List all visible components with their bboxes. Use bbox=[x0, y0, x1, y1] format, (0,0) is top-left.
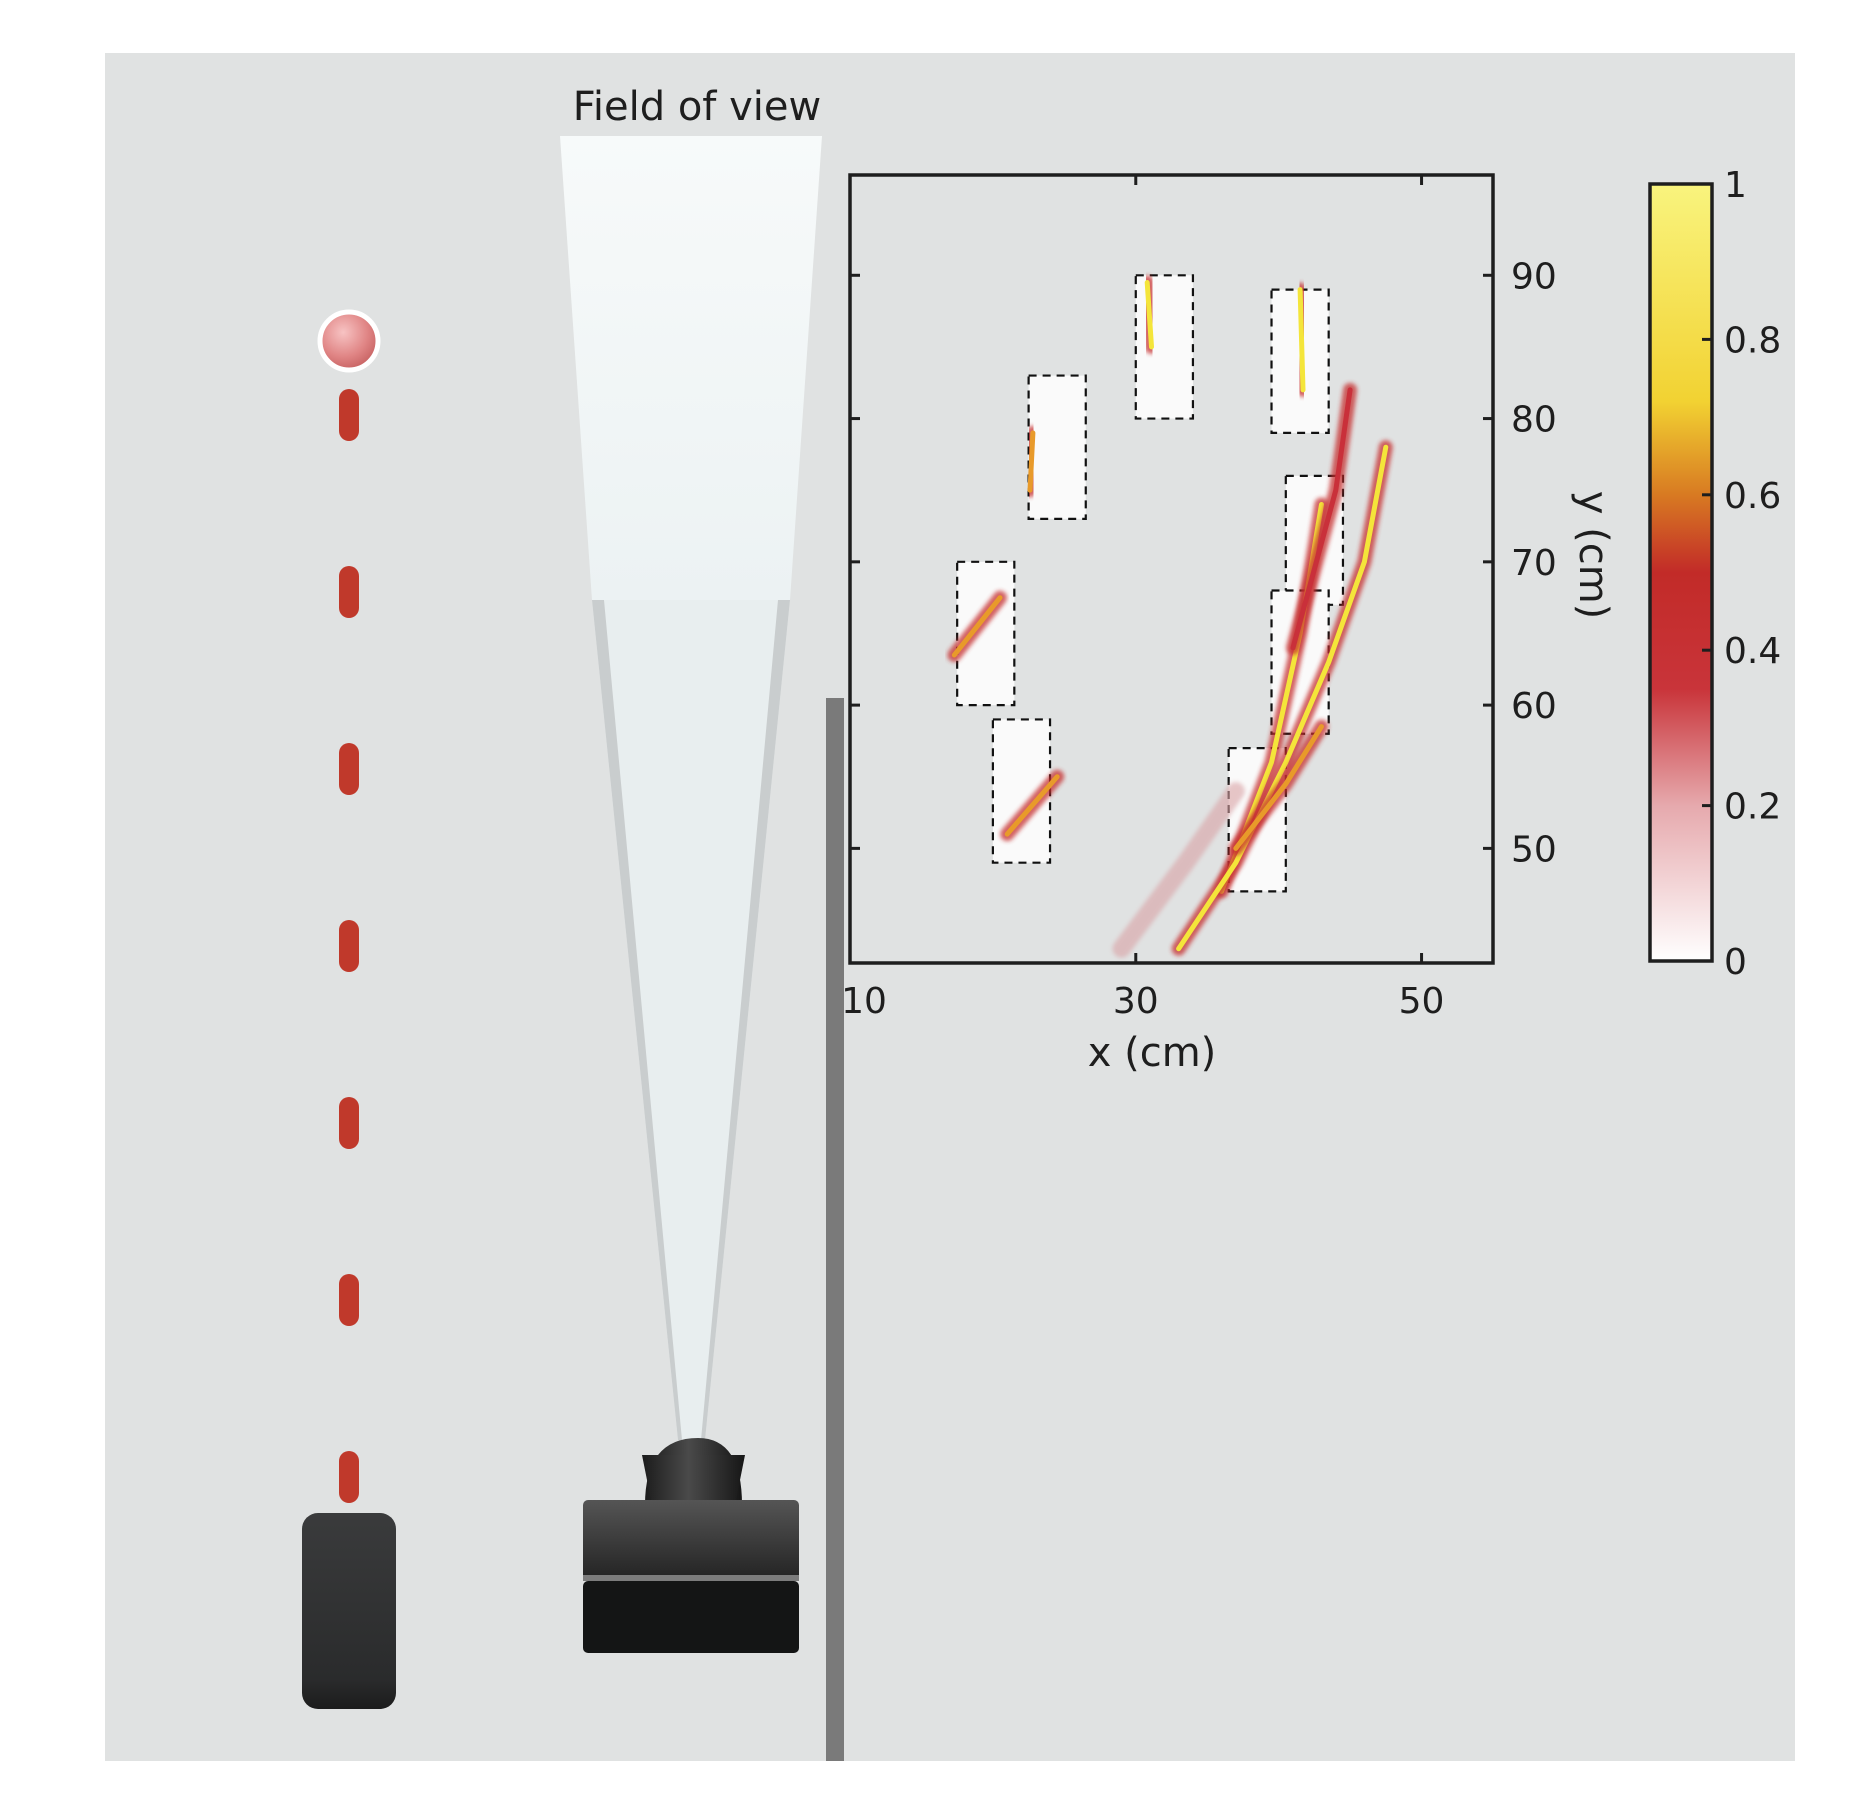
camera bbox=[583, 1438, 799, 1653]
field-of-view-cone-edge-left bbox=[592, 600, 682, 1440]
drop-column bbox=[317, 309, 381, 1503]
drop-streaks bbox=[339, 389, 359, 1503]
colorbar-gradient bbox=[1648, 182, 1714, 963]
colorbar-tick-label-5: 0.2 bbox=[1724, 787, 1781, 828]
y-tick-label-2: 80 bbox=[1511, 400, 1557, 441]
drop-streak-4 bbox=[339, 920, 359, 972]
streak-core-3 bbox=[951, 595, 1003, 658]
y-tick-label-3: 70 bbox=[1511, 543, 1557, 584]
field-of-view-cone-edge-right bbox=[701, 600, 790, 1440]
streak-core-5 bbox=[1297, 287, 1306, 393]
streak-glow-10 bbox=[1112, 782, 1245, 958]
streak-core-9 bbox=[1233, 724, 1324, 851]
streak-core-8 bbox=[1290, 387, 1353, 651]
y-tick-label-1: 90 bbox=[1511, 256, 1557, 297]
colorbar-tick-label-1: 1 bbox=[1724, 165, 1747, 206]
x-tick-label-2: 30 bbox=[1113, 981, 1159, 1022]
colorbar: 1 0.8 0.6 0.4 0.2 0 bbox=[1648, 165, 1781, 983]
colorbar-tick-label-6: 0 bbox=[1724, 942, 1747, 983]
heatmap-plot: 10 30 50 90 80 70 60 50 x (cm) y (cm) bbox=[841, 173, 1616, 1076]
field-of-view-cone-lower bbox=[592, 600, 790, 1440]
camera-lens-body bbox=[642, 1455, 745, 1505]
x-tick-label-1: 10 bbox=[841, 981, 887, 1022]
x-tick-label-3: 50 bbox=[1399, 981, 1445, 1022]
x-axis-ticks: 10 30 50 bbox=[841, 175, 1444, 1022]
drop-streak-6 bbox=[339, 1274, 359, 1326]
colorbar-tick-label-4: 0.4 bbox=[1724, 631, 1781, 672]
camera-body-bottom bbox=[583, 1581, 799, 1653]
y-axis-ticks: 90 80 70 60 50 bbox=[850, 256, 1557, 870]
y-tick-label-4: 60 bbox=[1511, 686, 1557, 727]
drop-streak-5 bbox=[339, 1097, 359, 1149]
field-of-view-label: Field of view bbox=[573, 84, 821, 130]
camera-body-top bbox=[583, 1500, 799, 1580]
drop-streak-3 bbox=[339, 743, 359, 795]
streak-core-2 bbox=[1027, 430, 1036, 493]
field-of-view-cone bbox=[560, 136, 822, 600]
plot-frame bbox=[848, 173, 1495, 965]
drop-ball bbox=[317, 309, 381, 373]
y-axis-label: y (cm) bbox=[1570, 491, 1616, 620]
drop-streak-2 bbox=[339, 566, 359, 618]
streak-core-7 bbox=[1176, 444, 1389, 952]
x-axis-label: x (cm) bbox=[1088, 1030, 1217, 1076]
drop-streak-1 bbox=[339, 389, 359, 441]
colorbar-tick-label-3: 0.6 bbox=[1724, 476, 1781, 517]
y-tick-label-5: 50 bbox=[1511, 829, 1557, 870]
streak-core-1 bbox=[1144, 280, 1154, 350]
colorbar-tick-label-2: 0.8 bbox=[1724, 320, 1781, 361]
drop-streak-7 bbox=[339, 1451, 359, 1503]
camera-body-stripe bbox=[583, 1575, 799, 1581]
heatmap-streaks bbox=[947, 275, 1393, 958]
streak-core-4 bbox=[1004, 774, 1060, 837]
barrier-bar bbox=[826, 698, 844, 1761]
colorbar-ticks: 1 0.8 0.6 0.4 0.2 0 bbox=[1702, 165, 1781, 983]
drop-dispenser bbox=[302, 1513, 396, 1709]
